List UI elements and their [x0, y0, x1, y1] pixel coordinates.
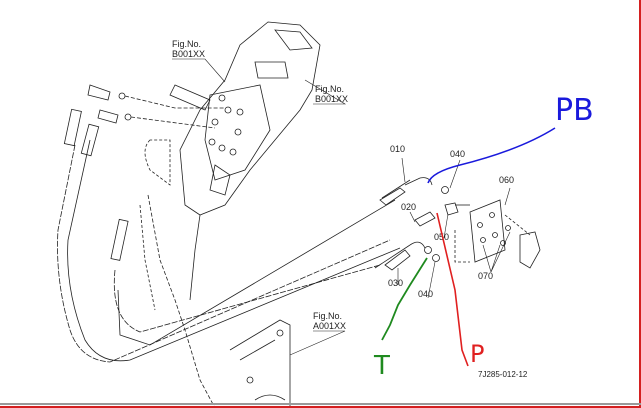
part-label-040-top: 040 — [450, 149, 465, 159]
annotation-t: T — [373, 257, 428, 381]
part-label-010: 010 — [390, 144, 405, 154]
figure-ref-label: Fig.No. — [313, 311, 342, 321]
frame-border-right — [639, 0, 641, 408]
part-label-060: 060 — [499, 175, 514, 185]
fittings — [379, 177, 541, 271]
figure-ref-number: B001XX — [172, 49, 205, 59]
part-label-050: 050 — [434, 232, 449, 242]
annotation-p-line — [436, 212, 469, 367]
part-label-030: 030 — [388, 278, 403, 288]
annotation-p-text: P — [470, 340, 484, 368]
leader-lines — [172, 58, 511, 356]
figure-ref-a001xx: Fig.No. A001XX — [313, 311, 346, 331]
frame-border-bottom — [0, 403, 641, 405]
frame-border-bottom-red — [0, 406, 641, 408]
part-label-020: 020 — [401, 202, 416, 212]
annotation-pb-text: PB — [555, 93, 594, 128]
figure-ref-b001xx-right: Fig.No. B001XX — [315, 84, 348, 104]
annotation-p: P — [436, 212, 484, 368]
valve-bracket — [139, 21, 321, 408]
figure-ref-number: B001XX — [315, 94, 348, 104]
part-label-040-bottom: 040 — [418, 289, 433, 299]
annotation-pb-line — [427, 127, 556, 184]
annotation-t-text: T — [373, 351, 390, 381]
figure-ref-label: Fig.No. — [315, 84, 344, 94]
figure-ref-number: A001XX — [313, 321, 346, 331]
part-label-070: 070 — [478, 271, 493, 281]
hoses — [57, 84, 411, 363]
figure-ref-label: Fig.No. — [172, 39, 201, 49]
annotation-pb: PB — [427, 93, 594, 184]
figure-ref-b001xx-top: Fig.No. B001XX — [172, 39, 205, 59]
base-plate — [229, 319, 291, 408]
drawing-number: 7J285-012-12 — [478, 370, 528, 379]
annotation-t-line — [381, 257, 428, 341]
